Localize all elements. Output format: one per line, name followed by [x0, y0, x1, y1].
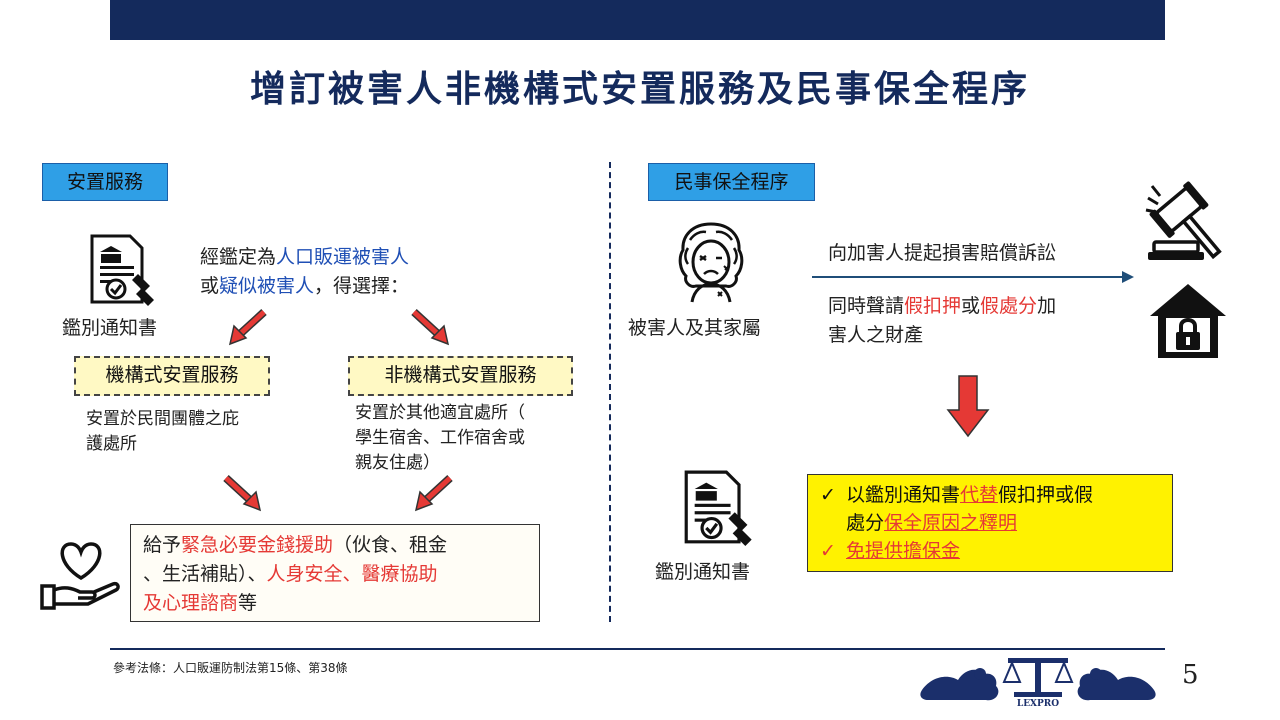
notice-label-left: 鑑別通知書 [62, 317, 158, 339]
option-institutional: 機構式安置服務 [74, 356, 270, 396]
benefit-row-1-cont: 處分保全原因之釋明 [820, 509, 1160, 537]
provisional-attachment: 假扣押 [904, 295, 962, 317]
aid-text: 等 [238, 592, 258, 614]
suspected-victim-term: 疑似被害人 [219, 275, 315, 297]
substitute-term: 代替 [960, 484, 999, 506]
notice-label-right: 鑑別通知書 [655, 561, 751, 583]
notice-document-icon [684, 470, 752, 546]
distressed-person-icon [678, 222, 744, 303]
assistance-box: 給予緊急必要金錢援助（伙食、租金 、生活補貼）、人身安全、醫療協助 及心理諮商等 [130, 524, 540, 622]
lexpro-logo: LEXPRO [920, 658, 1156, 708]
action-text: 同時聲請 [828, 295, 905, 317]
option2-desc-line3: 親友住處） [355, 453, 440, 473]
option2-desc-line1: 安置於其他適宜處所（ [355, 403, 525, 423]
arrow-right-icon [812, 271, 1134, 283]
no-security-deposit: 免提供擔保金 [846, 540, 961, 562]
option-non-institutional: 非機構式安置服務 [348, 356, 573, 396]
section-tag-civil-preservation: 民事保全程序 [648, 163, 815, 201]
notice-document-icon [90, 234, 154, 306]
safety-medical-aid: 人身安全、醫療協助 [266, 563, 438, 585]
section-tag-shelter: 安置服務 [42, 163, 168, 201]
benefit-text: 以鑑別通知書 [846, 484, 961, 506]
benefit-row-2: ✓ 免提供擔保金 [820, 537, 1160, 565]
arrow-down-icon [946, 375, 990, 438]
victim-term: 人口販運被害人 [276, 246, 410, 268]
lawsuit-action: 向加害人提起損害賠償訴訟 [828, 242, 1057, 264]
aid-text: （伙食、租金 [333, 534, 448, 556]
option1-desc-line2: 護處所 [86, 434, 137, 454]
emergency-aid: 緊急必要金錢援助 [181, 534, 334, 556]
option1-desc-line1: 安置於民間團體之庇 [86, 409, 239, 429]
legal-reference: 參考法條：人口販運防制法第15條、第38條 [113, 661, 348, 675]
page-title: 增訂被害人非機構式安置服務及民事保全程序 [249, 68, 1030, 110]
victim-family-label: 被害人及其家屬 [628, 317, 762, 339]
preservation-benefits-box: ✓ 以鑑別通知書代替假扣押或假 處分保全原因之釋明 ✓ 免提供擔保金 [807, 474, 1173, 572]
intro-line-1: 經鑑定為人口販運被害人 [200, 242, 409, 272]
page-number: 5 [1182, 660, 1199, 690]
aid-text: 、生活補貼）、 [143, 563, 267, 585]
aid-text: 給予 [143, 534, 182, 556]
preservation-reason-term: 保全原因之釋明 [884, 512, 1018, 534]
intro-line-2: 或疑似被害人，得選擇： [200, 271, 409, 301]
provisional-injunction: 假處分 [980, 295, 1038, 317]
preservation-action-line1: 同時聲請假扣押或假處分加 [828, 291, 1056, 321]
check-icon: ✓ [820, 484, 836, 506]
arrow-down-right-icon [411, 309, 450, 346]
gavel-icon [1145, 181, 1222, 260]
preservation-action-line2: 害人之財產 [828, 324, 924, 346]
check-icon: ✓ [820, 540, 836, 562]
benefit-row-1: ✓ 以鑑別通知書代替假扣押或假 [820, 481, 1160, 509]
action-text: 加 [1037, 295, 1057, 317]
counseling-aid: 及心理諮商 [143, 592, 239, 614]
top-banner [110, 0, 1165, 40]
logo-text: LEXPRO [1017, 699, 1059, 708]
locked-house-icon [1150, 284, 1226, 358]
intro-text: 或 [200, 275, 220, 297]
option2-desc-line2: 學生宿舍、工作宿舍或 [355, 428, 525, 448]
arrow-down-right-icon [223, 475, 262, 512]
intro-text: ，得選擇： [314, 275, 410, 297]
footer-divider [110, 648, 1165, 650]
arrow-down-left-icon [228, 309, 267, 346]
column-divider [609, 162, 611, 622]
arrow-down-left-icon [414, 475, 453, 512]
action-text: 或 [961, 295, 981, 317]
hand-heart-icon [40, 542, 120, 610]
intro-text: 經鑑定為 [200, 246, 277, 268]
benefit-text: 處分 [846, 512, 885, 534]
benefit-text: 假扣押或假 [998, 484, 1094, 506]
